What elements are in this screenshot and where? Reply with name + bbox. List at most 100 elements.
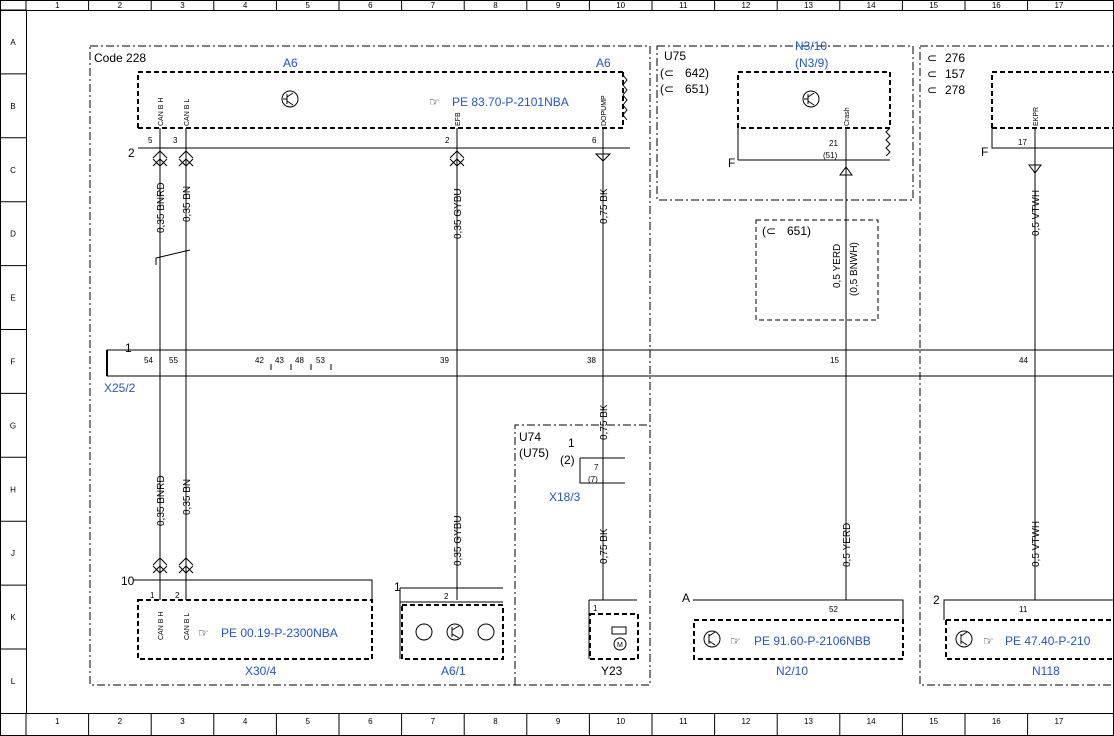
x25-2-label[interactable]: X25/2 [104, 381, 136, 395]
a6-1-pin-2: 2 [444, 592, 449, 601]
ruler-column-label: 17 [1054, 1, 1063, 10]
a6-1-pin-1: 1 [394, 580, 401, 594]
ruler-row-label: A [10, 38, 16, 47]
ruler-column-label: 2 [118, 1, 123, 10]
x25-pin-38: 38 [587, 356, 596, 365]
engine-651: 651) [685, 82, 709, 96]
n118-reference-link[interactable]: PE 47.40-P-210 [1005, 634, 1091, 648]
x30-4-label[interactable]: X30/4 [245, 664, 277, 678]
pin-6: 6 [592, 136, 597, 145]
x30-pin-can-b-l: CAN B L [184, 613, 191, 640]
ruler-column-label: 14 [867, 717, 876, 726]
ruler-column-label: 13 [804, 1, 813, 10]
ruler-row-label: C [10, 166, 16, 175]
sensor-icons [415, 623, 495, 641]
engine-651-box-icon: (⊂ [762, 224, 776, 238]
x30-pin-can-b-h: CAN B H [158, 612, 165, 640]
x30-4-box [137, 599, 373, 660]
wire-label-bnrd-top: 0,35 BNRD [156, 182, 167, 233]
transistor-icon [802, 90, 820, 108]
pin-21: 21 [829, 139, 838, 148]
x18-3-label[interactable]: X18/3 [549, 490, 581, 504]
ruler-column-label: 1 [55, 1, 60, 10]
n118-zone [919, 45, 1114, 686]
x25-pin-15: 15 [830, 356, 839, 365]
connector-2-label: 2 [128, 146, 135, 160]
n310-title[interactable]: N3/10 [795, 39, 827, 53]
x25-2-pin-1: 1 [125, 341, 132, 355]
n2-10-reference-link[interactable]: PE 91.60-P-2106NBB [754, 634, 871, 648]
wire-label-bnrd-low: 0,35 BNRD [156, 475, 167, 526]
n2-10-label[interactable]: N2/10 [776, 664, 808, 678]
transistor-icon [281, 90, 299, 108]
ruler-column-label: 5 [305, 1, 310, 10]
engine-278-icon: ⊂ [927, 83, 937, 97]
ruler-row-label: D [10, 230, 16, 239]
y23-box [589, 613, 639, 660]
twisted-pair-mark [155, 249, 191, 265]
ruler-column-label: 7 [431, 1, 436, 10]
ruler-column-label: 14 [867, 1, 876, 10]
ruler-column-label: 15 [929, 717, 938, 726]
pin-efb: EFB [455, 112, 462, 126]
a6-title-right[interactable]: A6 [596, 56, 611, 70]
engine-642: 642) [685, 66, 709, 80]
ruler-column-label: 1 [55, 717, 60, 726]
x18-3-pin-7: 7 [594, 463, 599, 472]
a6-1-label[interactable]: A6/1 [441, 664, 466, 678]
x18-3-pin-1: 1 [568, 436, 575, 450]
code-label: Code 228 [94, 51, 146, 65]
ruler-column-label: 10 [616, 1, 625, 10]
n118-label[interactable]: N118 [1032, 664, 1060, 678]
ruler-column-label: 8 [493, 717, 498, 726]
engine-651-box: 651) [787, 224, 811, 238]
pin-crash: Crash [844, 107, 851, 126]
pin-can-b-h: CAN B H [158, 98, 165, 126]
x25-pin-53: 53 [316, 356, 325, 365]
x30-4-reference-link[interactable]: PE 00.19-P-2300NBA [221, 626, 338, 640]
ruler-column-label: 6 [368, 1, 373, 10]
ruler-column-label: 10 [616, 717, 625, 726]
x30-4-pin-2: 2 [175, 591, 180, 600]
y23-label[interactable]: Y23 [601, 664, 623, 678]
ruler-column-label: 11 [679, 717, 688, 726]
ruler-row-label: B [10, 102, 15, 111]
n310-box [737, 71, 891, 129]
pin-can-b-l: CAN B L [184, 99, 191, 126]
ruler-column-label: 15 [929, 1, 938, 10]
ruler-column-label: 4 [243, 717, 248, 726]
a6-title-left[interactable]: A6 [283, 56, 298, 70]
n118-box [945, 619, 1114, 660]
ruler-row-label: E [10, 294, 15, 303]
ruler-column-label: 16 [992, 717, 1001, 726]
ruler-column-label: 6 [368, 717, 373, 726]
a6-reference-link[interactable]: PE 83.70-P-2101NBA [452, 95, 569, 109]
pin-52: 52 [829, 605, 838, 614]
wire-label-bnwh: (0,5 BNWH) [849, 242, 860, 296]
u74-zone [514, 424, 650, 685]
ruler-row-label: F [11, 357, 16, 366]
n39-title[interactable]: (N3/9) [795, 56, 828, 70]
hand-pointer-icon: ☞ [730, 634, 741, 648]
ruler-row-label: L [11, 677, 16, 686]
ruler-column-label: 17 [1054, 717, 1063, 726]
ruler-row-label: J [11, 549, 15, 558]
x30-4-top [133, 579, 373, 600]
wire-label-bn-low: 0,35 BN [182, 479, 193, 515]
a6-1-box [401, 604, 504, 660]
ruler-column-label: 11 [679, 1, 688, 10]
engine-642-icon: (⊂ [660, 66, 674, 80]
n310-break-mark [885, 127, 891, 157]
f-label-right: F [981, 145, 988, 159]
pin-dopump: DOPUMP [601, 95, 608, 126]
ruler-column-label: 3 [180, 1, 185, 10]
ruler-column-label: 4 [243, 1, 248, 10]
n118-connector [991, 128, 1114, 149]
wire-label-vtwh-top: 0,5 VTWH [1031, 190, 1042, 236]
wire-label-bk-top: 0,75 BK [599, 188, 610, 224]
x25-pin-44: 44 [1019, 356, 1028, 365]
y23-pin-1: 1 [593, 604, 598, 613]
pin-17: 17 [1018, 138, 1027, 147]
code-228-zone [89, 45, 651, 686]
transistor-icon [703, 630, 721, 648]
